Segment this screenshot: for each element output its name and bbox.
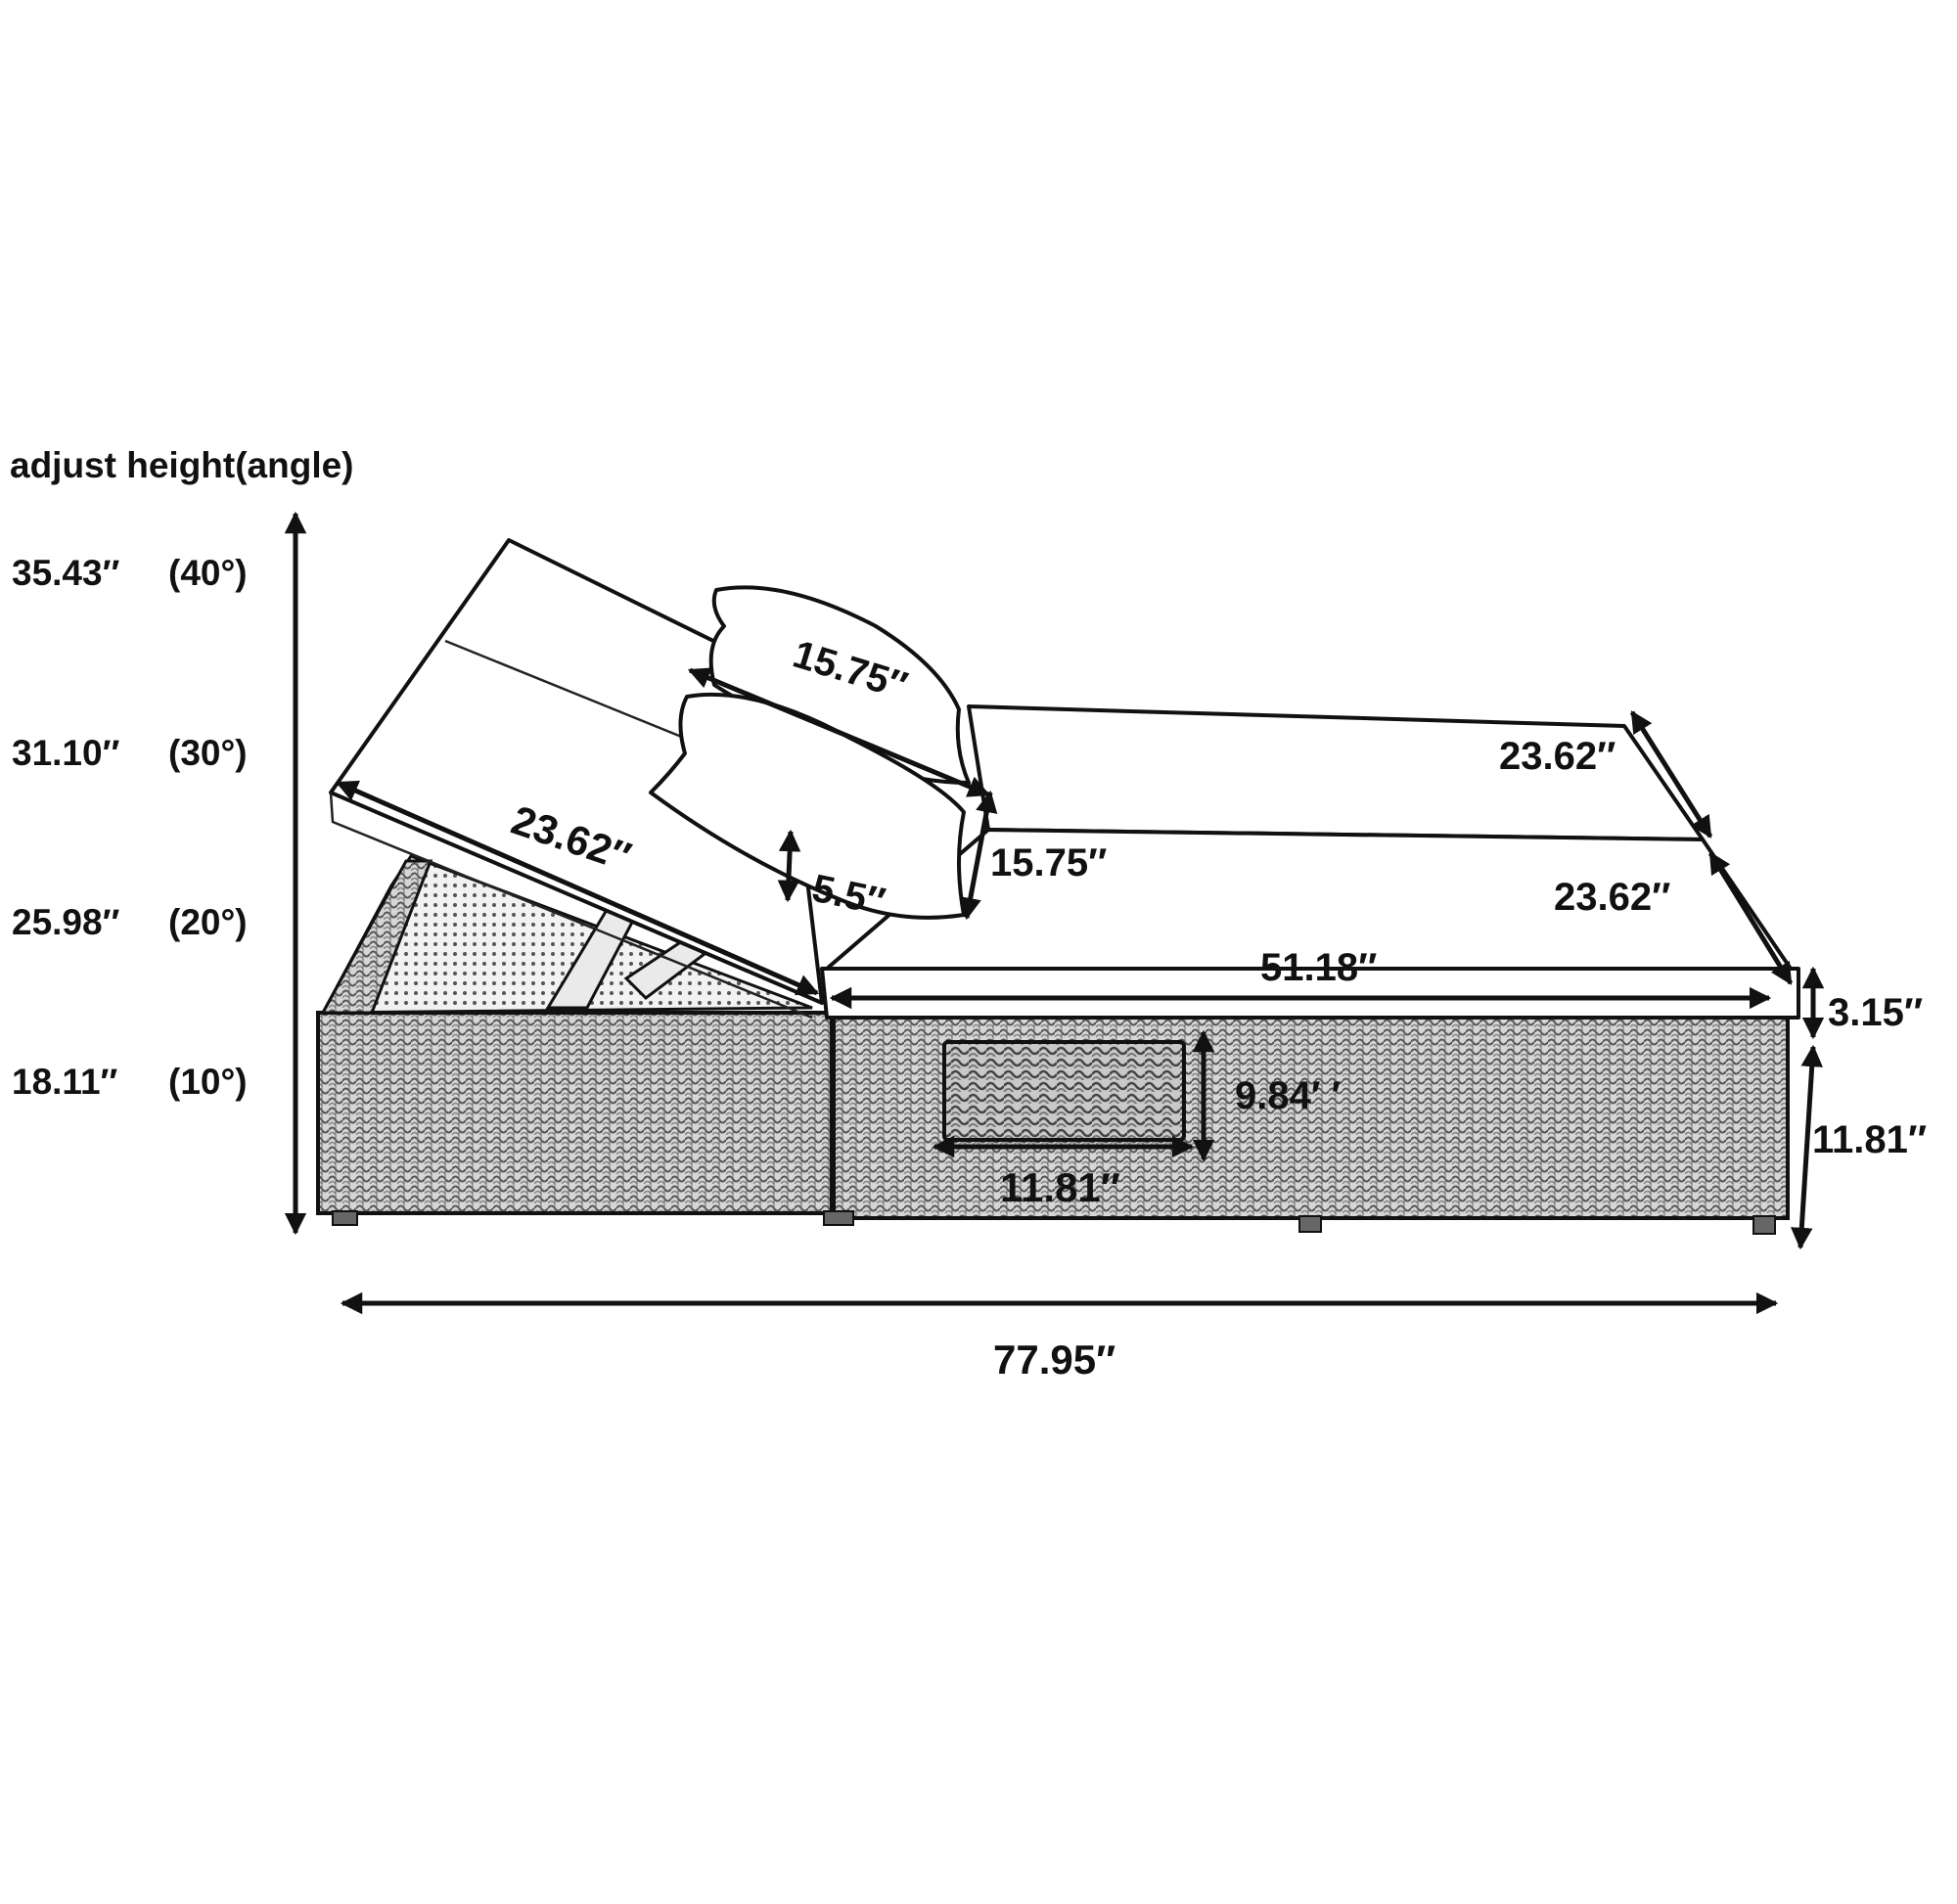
pillow-thickness-arrow: [777, 829, 801, 903]
angle-label-10: (10°): [168, 1062, 248, 1102]
leg-right: [1752, 1215, 1776, 1235]
angle-label-40: (40°): [168, 553, 248, 593]
cushion-width-front-arrow: [1707, 851, 1794, 985]
leg-left: [332, 1210, 358, 1226]
frame-height-arrow: [1791, 1044, 1823, 1250]
labels: adjust height(angle) 35.43′′ (40°) 31.10…: [10, 445, 1927, 1383]
height-label-30: 31.10′′: [12, 733, 119, 773]
total-length-label: 77.95′′: [993, 1337, 1115, 1383]
height-label-10: 18.11′′: [12, 1062, 117, 1102]
height-label-40: 35.43′′: [12, 553, 119, 593]
height-label-20: 25.98′′: [12, 902, 119, 942]
angle-label-20: (20°): [168, 902, 248, 942]
leg-center: [1298, 1215, 1322, 1233]
handle-width-label: 11.81′′: [1000, 1164, 1120, 1210]
cushion-width-front-label: 23.62′′: [1554, 876, 1670, 919]
pillow-height-label: 15.75′′: [990, 841, 1107, 884]
cushion-thickness-label: 3.15′′: [1828, 991, 1923, 1034]
backrest-length-arrow: [335, 780, 820, 996]
pillow-width-arrow: [687, 667, 991, 797]
cushion-width-back-label: 23.62′′: [1499, 735, 1616, 778]
pillow-height-arrow: [959, 790, 998, 921]
seat-length-label: 51.18′′: [1260, 946, 1377, 989]
frame-height-label: 11.81′′: [1812, 1118, 1927, 1161]
frame-handle[interactable]: [942, 1040, 1186, 1142]
storage-box-left: [316, 1011, 834, 1215]
dimension-lines: [284, 511, 1825, 1315]
leg-middle: [823, 1210, 854, 1226]
handle-height-label: 9.84′ ′: [1235, 1074, 1341, 1117]
cushion-width-back-arrow: [1629, 710, 1713, 839]
angle-label-30: (30°): [168, 733, 248, 773]
heading: adjust height(angle): [10, 445, 354, 485]
